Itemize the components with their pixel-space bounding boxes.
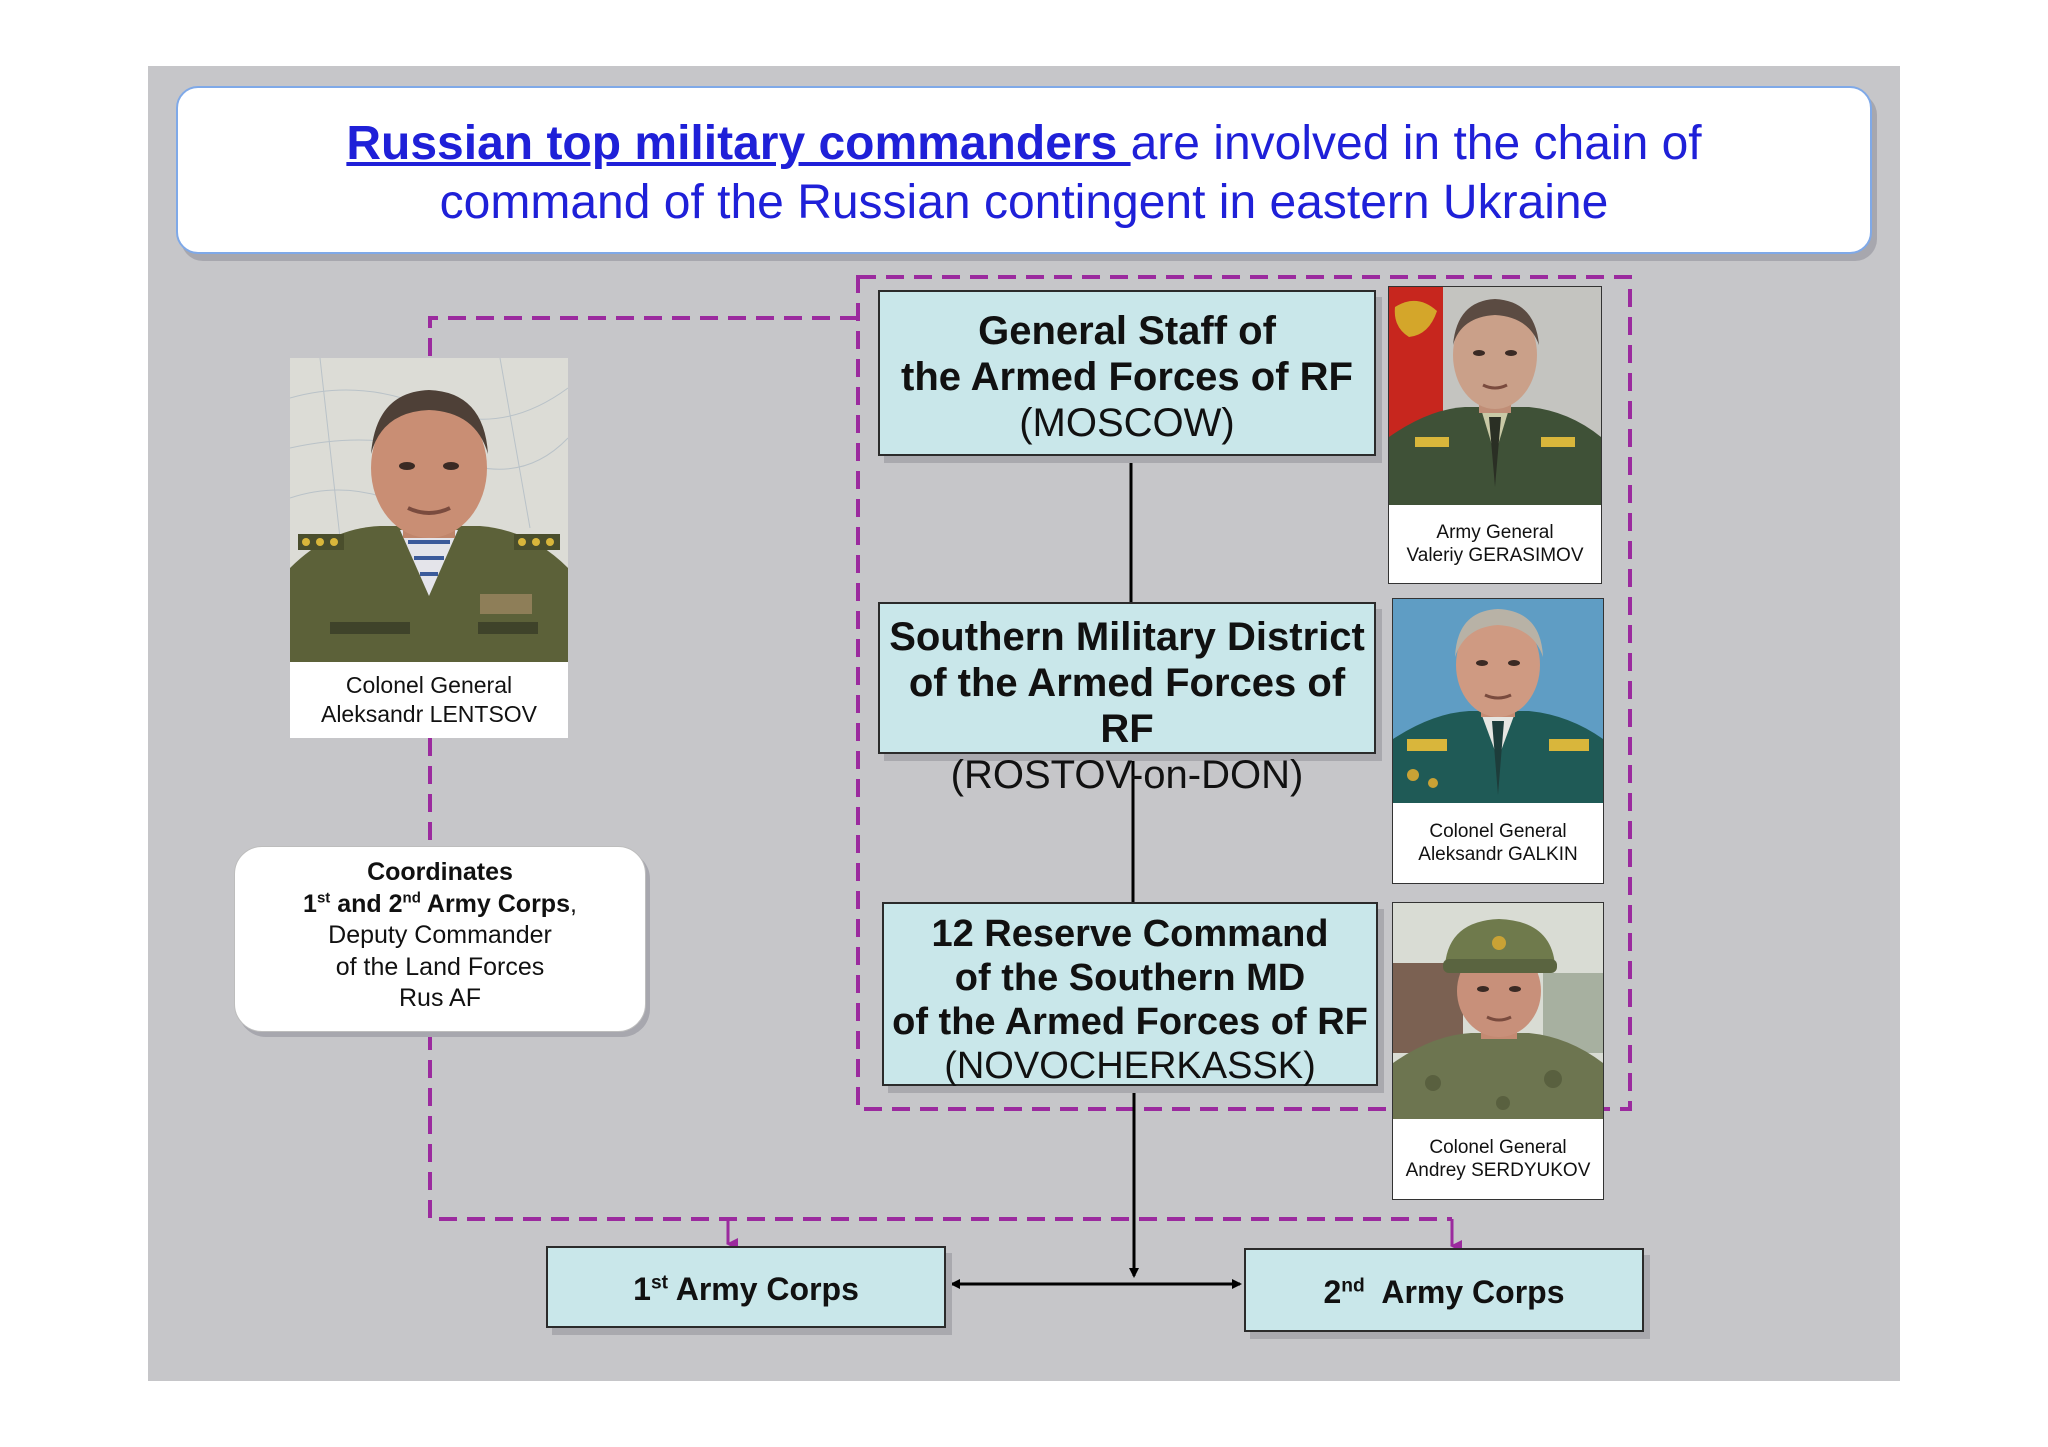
lentsov-caption: Colonel General Aleksandr LENTSOV: [290, 662, 568, 738]
second-army-corps-box: 2nd Army Corps: [1244, 1248, 1644, 1332]
note-army-corps: Army Corps: [420, 889, 570, 918]
serdyukov-rank: Colonel General: [1429, 1137, 1567, 1158]
title-line-2: command of the Russian contingent in eas…: [439, 176, 1609, 229]
general-staff-box: General Staff of the Armed Forces of RF …: [878, 290, 1376, 456]
reserve-command-box: 12 Reserve Command of the Southern MD of…: [882, 902, 1378, 1087]
note-comma: ,: [569, 889, 577, 918]
galkin-rank: Colonel General: [1429, 821, 1567, 842]
note-and: and: [330, 889, 389, 918]
corps-1-suffix: st: [650, 1272, 668, 1294]
serdyukov-card: Colonel General Andrey SERDYUKOV: [1392, 902, 1604, 1200]
coordinates-branch: of the Land Forces: [335, 952, 545, 981]
lentsov-coordination-path: [428, 316, 1452, 1221]
title-line-1-rest: are involved in the chain of: [1130, 117, 1702, 170]
reserve-command-line-2: of the Southern MD: [954, 957, 1306, 999]
reserve-command-line-1: 12 Reserve Command: [931, 913, 1329, 955]
gerasimov-card: Army General Valeriy GERASIMOV: [1388, 286, 1602, 584]
reserve-command-location: (NOVOCHERKASSK): [944, 1045, 1316, 1087]
corps-2-number: 2: [1323, 1274, 1342, 1310]
southern-md-location: (ROSTOV-on-DON): [950, 753, 1304, 797]
southern-md-line-1: Southern Military District: [889, 615, 1365, 659]
serdyukov-name: Andrey SERDYUKOV: [1405, 1160, 1591, 1181]
first-army-corps-box: 1st Army Corps: [546, 1246, 946, 1328]
southern-md-line-2: of the Armed Forces of RF: [908, 661, 1346, 751]
note-corps-1-number: 1: [303, 889, 317, 918]
title-line-1: Russian top military commanders are invo…: [178, 114, 1870, 173]
lentsov-photo: [290, 358, 568, 662]
note-corps-2-suffix: nd: [402, 889, 421, 907]
galkin-caption: Colonel General Aleksandr GALKIN: [1393, 803, 1603, 883]
serdyukov-caption: Colonel General Andrey SERDYUKOV: [1393, 1119, 1603, 1199]
galkin-name: Aleksandr GALKIN: [1418, 844, 1578, 865]
lentsov-rank: Colonel General: [345, 672, 513, 698]
note-corps-2-number: 2: [388, 889, 403, 918]
galkin-card: Colonel General Aleksandr GALKIN: [1392, 598, 1604, 884]
gerasimov-photo: [1389, 287, 1601, 505]
general-staff-location: (MOSCOW): [1019, 401, 1235, 445]
corps-2-suffix: nd: [1341, 1275, 1365, 1297]
title-banner: Russian top military commanders are invo…: [176, 86, 1872, 254]
general-staff-line-2: the Armed Forces of RF: [901, 355, 1353, 399]
reserve-command-line-3: of the Armed Forces of RF: [892, 1001, 1368, 1043]
corps-1-number: 1: [633, 1271, 651, 1307]
lentsov-name: Aleksandr LENTSOV: [320, 701, 538, 727]
command-frame: [856, 275, 1632, 1111]
gerasimov-caption: Army General Valeriy GERASIMOV: [1389, 505, 1601, 583]
coordinates-note: Coordinates 1st and 2nd Army Corps, Depu…: [234, 846, 646, 1032]
coordinates-role: Deputy Commander: [328, 921, 552, 949]
gerasimov-name: Valeriy GERASIMOV: [1406, 545, 1584, 566]
corps-1-label: Army Corps: [668, 1271, 859, 1307]
coordinates-force: Rus AF: [399, 984, 481, 1012]
coordinates-corps-line: 1st and 2nd Army Corps,: [235, 889, 645, 921]
note-corps-1-suffix: st: [316, 889, 331, 907]
title-highlight: Russian top military commanders: [346, 117, 1131, 170]
general-staff-line-1: General Staff of: [978, 309, 1276, 353]
gerasimov-rank: Army General: [1436, 522, 1554, 543]
serdyukov-photo: [1393, 903, 1603, 1119]
corps-2-label: Army Corps: [1364, 1274, 1565, 1310]
chain-of-command-lines: [1129, 456, 1139, 1278]
lentsov-card: Colonel General Aleksandr LENTSOV: [290, 358, 568, 738]
southern-md-box: Southern Military District of the Armed …: [878, 602, 1376, 797]
coordinates-heading: Coordinates: [367, 858, 513, 886]
galkin-photo: [1393, 599, 1603, 803]
